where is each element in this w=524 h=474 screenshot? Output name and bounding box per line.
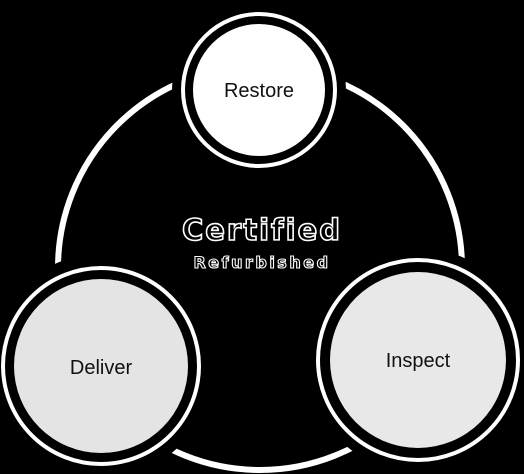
node-inspect-disc [330, 272, 506, 448]
node-inspect-ring [316, 258, 520, 462]
node-inspect: Inspect [306, 248, 524, 472]
node-restore: Restore [172, 3, 346, 177]
node-inspect-label: Inspect [386, 350, 451, 372]
node-restore-label: Restore [224, 80, 294, 102]
node-restore-ring [181, 12, 337, 168]
node-deliver-disc [14, 279, 188, 453]
node-deliver: Deliver [0, 254, 213, 474]
node-deliver-label: Deliver [70, 357, 133, 379]
center-title: Certified [182, 213, 342, 247]
center-subtitle: Refurbished [193, 253, 330, 272]
node-restore-disc [193, 24, 325, 156]
node-deliver-ring [1, 266, 201, 466]
